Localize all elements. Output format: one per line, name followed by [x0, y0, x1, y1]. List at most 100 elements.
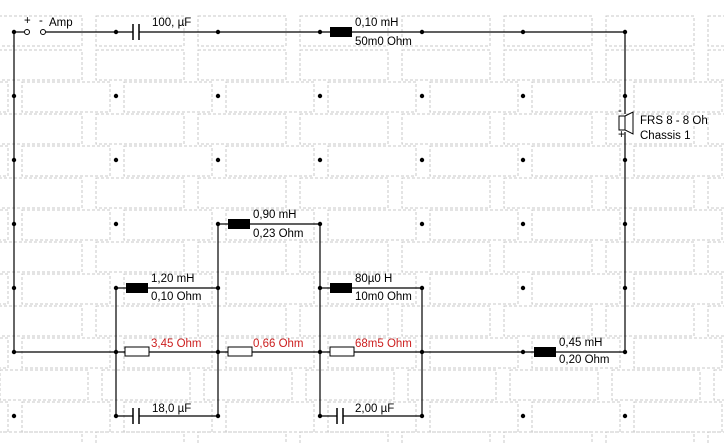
connection-node[interactable] [215, 93, 221, 99]
grid-cell [0, 241, 83, 273]
connection-node[interactable] [11, 157, 17, 163]
connection-node[interactable] [317, 93, 323, 99]
connection-node[interactable] [419, 285, 425, 291]
inductor-output-value: 0,45 mH [559, 337, 602, 349]
amp-minus-terminal[interactable] [40, 29, 46, 35]
grid-cell [605, 15, 695, 47]
connection-node[interactable] [317, 29, 323, 35]
grid-cell [707, 113, 724, 145]
grid-cell [95, 177, 185, 209]
grid-cell [407, 369, 497, 401]
connection-node[interactable] [317, 285, 323, 291]
connection-node[interactable] [520, 221, 526, 227]
inductor-series-resistance: 50m0 Ohm [355, 36, 412, 48]
connection-node[interactable] [113, 29, 119, 35]
connection-node[interactable] [419, 93, 425, 99]
resistor-2[interactable]: 0,66 Ohm [227, 338, 304, 357]
connection-node[interactable] [215, 29, 221, 35]
connection-node[interactable] [11, 29, 17, 35]
grid-cell [225, 337, 315, 369]
connection-node[interactable] [622, 29, 628, 35]
connection-node[interactable] [622, 157, 628, 163]
connection-node[interactable] [520, 349, 526, 355]
connection-node[interactable] [622, 221, 628, 227]
grid-cell [429, 337, 519, 369]
grid-cell [197, 241, 287, 273]
connection-node[interactable] [520, 29, 526, 35]
connection-node[interactable] [11, 285, 17, 291]
grid-cell [197, 305, 287, 337]
connection-node[interactable] [419, 413, 425, 419]
capacitor-series[interactable]: 100, µF [132, 17, 191, 40]
connection-node[interactable] [113, 221, 119, 227]
grid-cell [225, 273, 315, 305]
grid-cell [21, 273, 111, 305]
grid-cell [225, 81, 315, 113]
grid-cell [707, 431, 724, 444]
grid-cell [0, 369, 89, 401]
connection-node[interactable] [113, 93, 119, 99]
connection-node[interactable] [215, 349, 221, 355]
grid-cell [0, 145, 9, 177]
grid-cell [0, 305, 83, 337]
grid-cell [327, 337, 417, 369]
resistor-1-value: 3,45 Ohm [151, 338, 202, 350]
grid-cell [429, 401, 519, 433]
connection-node[interactable] [622, 349, 628, 355]
inductor-left[interactable]: 1,20 mH 0,10 Ohm [126, 273, 202, 303]
connection-node[interactable] [317, 157, 323, 163]
resistor-3-value: 68m5 Ohm [355, 338, 412, 350]
grid-cell [225, 401, 315, 433]
speaker-driver[interactable]: - + FRS 8 - 8 Oh Chassis 1 [618, 105, 708, 142]
resistor-3[interactable]: 68m5 Ohm [329, 338, 412, 357]
background-grid [0, 15, 724, 444]
grid-cell [101, 369, 191, 401]
connection-node[interactable] [317, 349, 323, 355]
grid-cell [707, 177, 724, 209]
connection-node[interactable] [622, 93, 628, 99]
connection-node[interactable] [113, 157, 119, 163]
connection-node[interactable] [113, 413, 119, 419]
connection-node[interactable] [317, 413, 323, 419]
connection-node[interactable] [113, 285, 119, 291]
inductor-series[interactable]: 0,10 mH 50m0 Ohm [330, 17, 412, 48]
connection-node[interactable] [113, 349, 119, 355]
connection-node[interactable] [215, 157, 221, 163]
connection-node[interactable] [520, 413, 526, 419]
grid-cell [21, 209, 111, 241]
connection-node[interactable] [622, 285, 628, 291]
grid-cell [707, 49, 724, 81]
connection-node[interactable] [520, 93, 526, 99]
grid-cell [531, 337, 621, 369]
grid-cell [429, 81, 519, 113]
connection-node[interactable] [11, 413, 17, 419]
amp-plus-terminal[interactable] [24, 29, 30, 35]
inductor-right[interactable]: 80µ0 H 10m0 Ohm [330, 273, 412, 303]
grid-cell [123, 81, 213, 113]
connection-node[interactable] [520, 157, 526, 163]
capacitor-right[interactable]: 2,00 µF [336, 403, 394, 424]
connection-node[interactable] [419, 157, 425, 163]
grid-cell [707, 241, 724, 273]
connection-node[interactable] [215, 413, 221, 419]
resistor-1[interactable]: 3,45 Ohm [124, 338, 202, 357]
inductor-output[interactable]: 0,45 mH 0,20 Ohm [534, 337, 610, 366]
grid-cell [429, 209, 519, 241]
connection-node[interactable] [11, 221, 17, 227]
connection-node[interactable] [419, 349, 425, 355]
connection-node[interactable] [11, 93, 17, 99]
inductor-mid-top[interactable]: 0,90 mH 0,23 Ohm [228, 209, 304, 240]
connection-node[interactable] [317, 221, 323, 227]
grid-cell [299, 431, 389, 444]
connection-node[interactable] [520, 285, 526, 291]
connection-node[interactable] [419, 221, 425, 227]
connection-node[interactable] [215, 285, 221, 291]
grid-cell [203, 369, 293, 401]
connection-node[interactable] [419, 29, 425, 35]
connection-node[interactable] [11, 349, 17, 355]
capacitor-left[interactable]: 18,0 µF [132, 403, 191, 424]
inductor-series-value: 0,10 mH [355, 17, 398, 29]
connection-node[interactable] [215, 221, 221, 227]
connection-node[interactable] [622, 413, 628, 419]
